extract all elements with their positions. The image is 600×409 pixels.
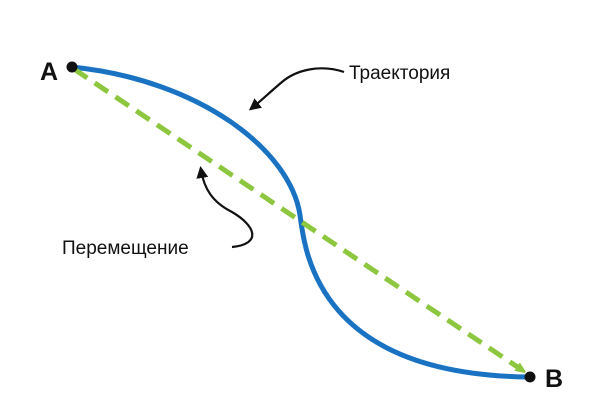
point-a-dot xyxy=(66,61,78,73)
point-a-label: A xyxy=(40,58,58,86)
point-b-dot xyxy=(524,371,536,383)
displacement-arrow xyxy=(72,66,522,370)
trajectory-curve xyxy=(69,64,533,380)
trajectory-callout-label: Траектория xyxy=(349,63,450,84)
displacement-callout-label: Перемещение xyxy=(62,238,189,259)
trajectory-pointer-arrow xyxy=(248,67,345,111)
point-b-label: B xyxy=(545,365,563,393)
displacement-pointer-arrow xyxy=(196,166,254,249)
